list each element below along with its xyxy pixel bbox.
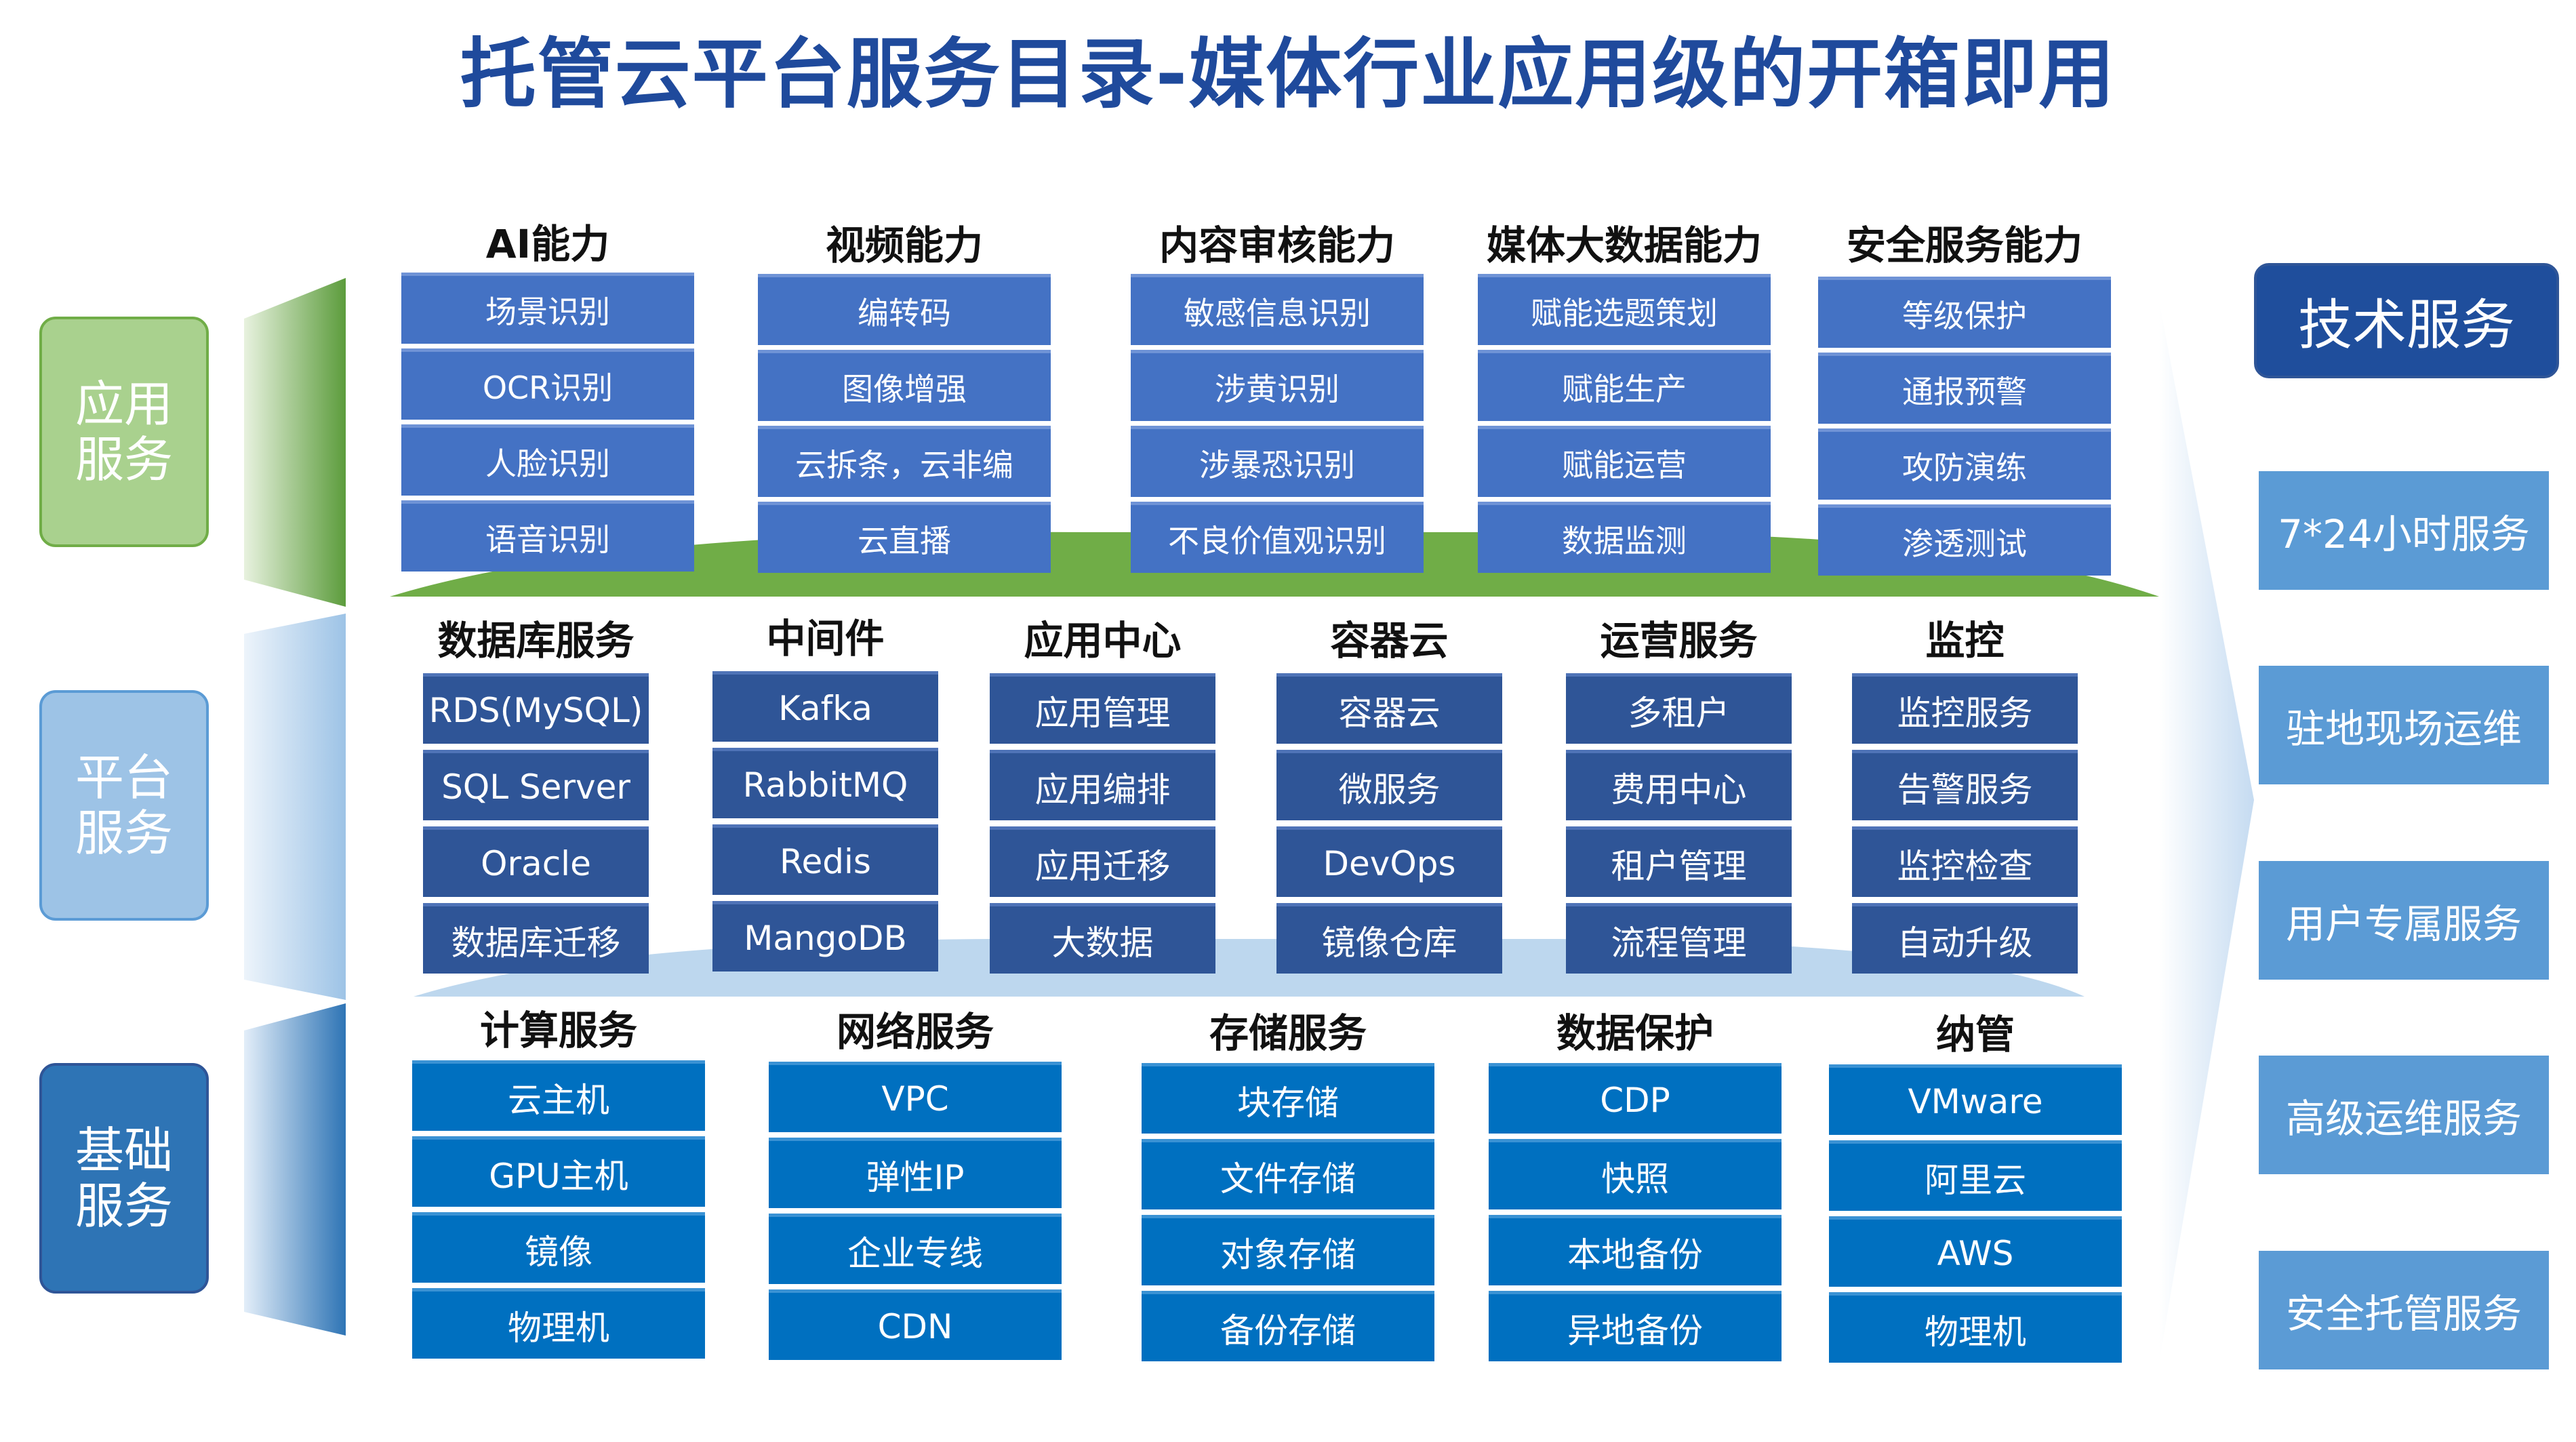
service-cell[interactable]: 自动升级 [1852,903,2078,974]
service-cell[interactable]: 图像增强 [758,350,1051,421]
service-cell[interactable]: VPC [769,1062,1062,1132]
column-title: 纳管 [1935,1012,2015,1058]
app-wedge [244,278,346,607]
column-title: 内容审核能力 [1159,222,1395,268]
service-cell[interactable]: 块存储 [1142,1063,1434,1134]
service-cell[interactable]: 镜像仓库 [1276,903,1502,974]
service-cell[interactable]: 文件存储 [1142,1139,1434,1209]
service-cell[interactable]: Oracle [423,826,649,897]
service-cell[interactable]: 容器云 [1276,673,1502,744]
service-cell[interactable]: 涉暴恐识别 [1131,426,1424,497]
tech-service-item[interactable]: 高级运维服务 [2259,1056,2549,1174]
blue-mound [414,938,2085,997]
column-title: 网络服务 [836,1009,994,1055]
service-cell[interactable]: 涉黄识别 [1131,350,1424,421]
service-cell[interactable]: 语音识别 [401,500,694,572]
base-layer-label: 基础 服务 [39,1063,209,1294]
service-cell[interactable]: 告警服务 [1852,750,2078,820]
column-title: 监控 [1925,618,2005,664]
service-cell[interactable]: 流程管理 [1566,903,1792,974]
app-layer-label: 应用 服务 [39,317,209,547]
tech-service-item[interactable]: 7*24小时服务 [2259,471,2549,590]
column-title: 容器云 [1330,618,1449,664]
service-cell[interactable]: 弹性IP [769,1138,1062,1208]
service-cell[interactable]: 赋能运营 [1478,426,1771,497]
service-cell[interactable]: 大数据 [990,903,1215,974]
service-cell[interactable]: 赋能生产 [1478,350,1771,421]
right-arrow-band [2159,302,2254,1363]
service-cell[interactable]: 微服务 [1276,750,1502,820]
service-cell[interactable]: RabbitMQ [712,748,938,818]
service-cell[interactable]: 数据监测 [1478,502,1771,573]
service-cell[interactable]: Redis [712,824,938,895]
service-cell[interactable]: 快照 [1489,1139,1782,1209]
column-title: AI能力 [485,221,610,267]
column-title: 运营服务 [1600,618,1758,664]
service-cell[interactable]: RDS(MySQL) [423,673,649,744]
service-cell[interactable]: 对象存储 [1142,1215,1434,1285]
service-cell[interactable]: SQL Server [423,750,649,820]
service-cell[interactable]: 备份存储 [1142,1291,1434,1361]
service-cell[interactable]: 费用中心 [1566,750,1792,820]
service-cell[interactable]: 赋能选题策划 [1478,274,1771,345]
service-cell[interactable]: 云直播 [758,502,1051,573]
service-cell[interactable]: 本地备份 [1489,1215,1782,1285]
service-cell[interactable]: 通报预警 [1818,353,2111,424]
service-cell[interactable]: 阿里云 [1829,1140,2122,1211]
column-title: 中间件 [766,616,885,662]
tech-service-item[interactable]: 安全托管服务 [2259,1251,2549,1369]
service-cell[interactable]: MangoDB [712,901,938,972]
service-cell[interactable]: 等级保护 [1818,277,2111,348]
platform-wedge [244,614,346,1000]
service-cell[interactable]: 物理机 [1829,1292,2122,1363]
service-cell[interactable]: 云拆条，云非编 [758,426,1051,497]
service-cell[interactable]: 多租户 [1566,673,1792,744]
service-cell[interactable]: GPU主机 [412,1136,705,1207]
service-cell[interactable]: 应用迁移 [990,826,1215,897]
service-cell[interactable]: 监控服务 [1852,673,2078,744]
service-cell[interactable]: OCR识别 [401,348,694,420]
service-cell[interactable]: 渗透测试 [1818,504,2111,576]
service-cell[interactable]: CDN [769,1289,1062,1360]
service-cell[interactable]: CDP [1489,1063,1782,1134]
service-cell[interactable]: Kafka [712,671,938,742]
column-title: 媒体大数据能力 [1486,222,1762,268]
column-title: 数据库服务 [437,618,635,664]
service-cell[interactable]: 应用管理 [990,673,1215,744]
service-cell[interactable]: 镜像 [412,1212,705,1283]
service-cell[interactable]: 敏感信息识别 [1131,274,1424,345]
column-title: 存储服务 [1209,1010,1367,1056]
column-title: 计算服务 [479,1007,637,1054]
tech-service-item[interactable]: 用户专属服务 [2259,861,2549,980]
service-cell[interactable]: 数据库迁移 [423,903,649,974]
tech-service-item[interactable]: 驻地现场运维 [2259,666,2549,784]
column-title: 数据保护 [1556,1010,1714,1056]
service-cell[interactable]: AWS [1829,1216,2122,1287]
service-cell[interactable]: DevOps [1276,826,1502,897]
service-cell[interactable]: 攻防演练 [1818,428,2111,500]
service-cell[interactable]: 租户管理 [1566,826,1792,897]
tech-service-title: 技术服务 [2254,263,2559,378]
service-cell[interactable]: VMware [1829,1064,2122,1135]
column-title: 视频能力 [825,222,983,268]
service-cell[interactable]: 场景识别 [401,273,694,344]
service-cell[interactable]: 人脸识别 [401,424,694,496]
column-title: 应用中心 [1024,618,1182,664]
base-wedge [244,1003,346,1336]
service-cell[interactable]: 编转码 [758,274,1051,345]
service-cell[interactable]: 应用编排 [990,750,1215,820]
service-cell[interactable]: 异地备份 [1489,1291,1782,1361]
service-cell[interactable]: 物理机 [412,1288,705,1359]
column-title: 安全服务能力 [1846,222,2082,268]
service-cell[interactable]: 云主机 [412,1060,705,1131]
service-cell[interactable]: 监控检查 [1852,826,2078,897]
platform-layer-label: 平台 服务 [39,690,209,921]
service-cell[interactable]: 企业专线 [769,1214,1062,1284]
page-title: 托管云平台服务目录-媒体行业应用级的开箱即用 [460,31,2116,119]
service-cell[interactable]: 不良价值观识别 [1131,502,1424,573]
